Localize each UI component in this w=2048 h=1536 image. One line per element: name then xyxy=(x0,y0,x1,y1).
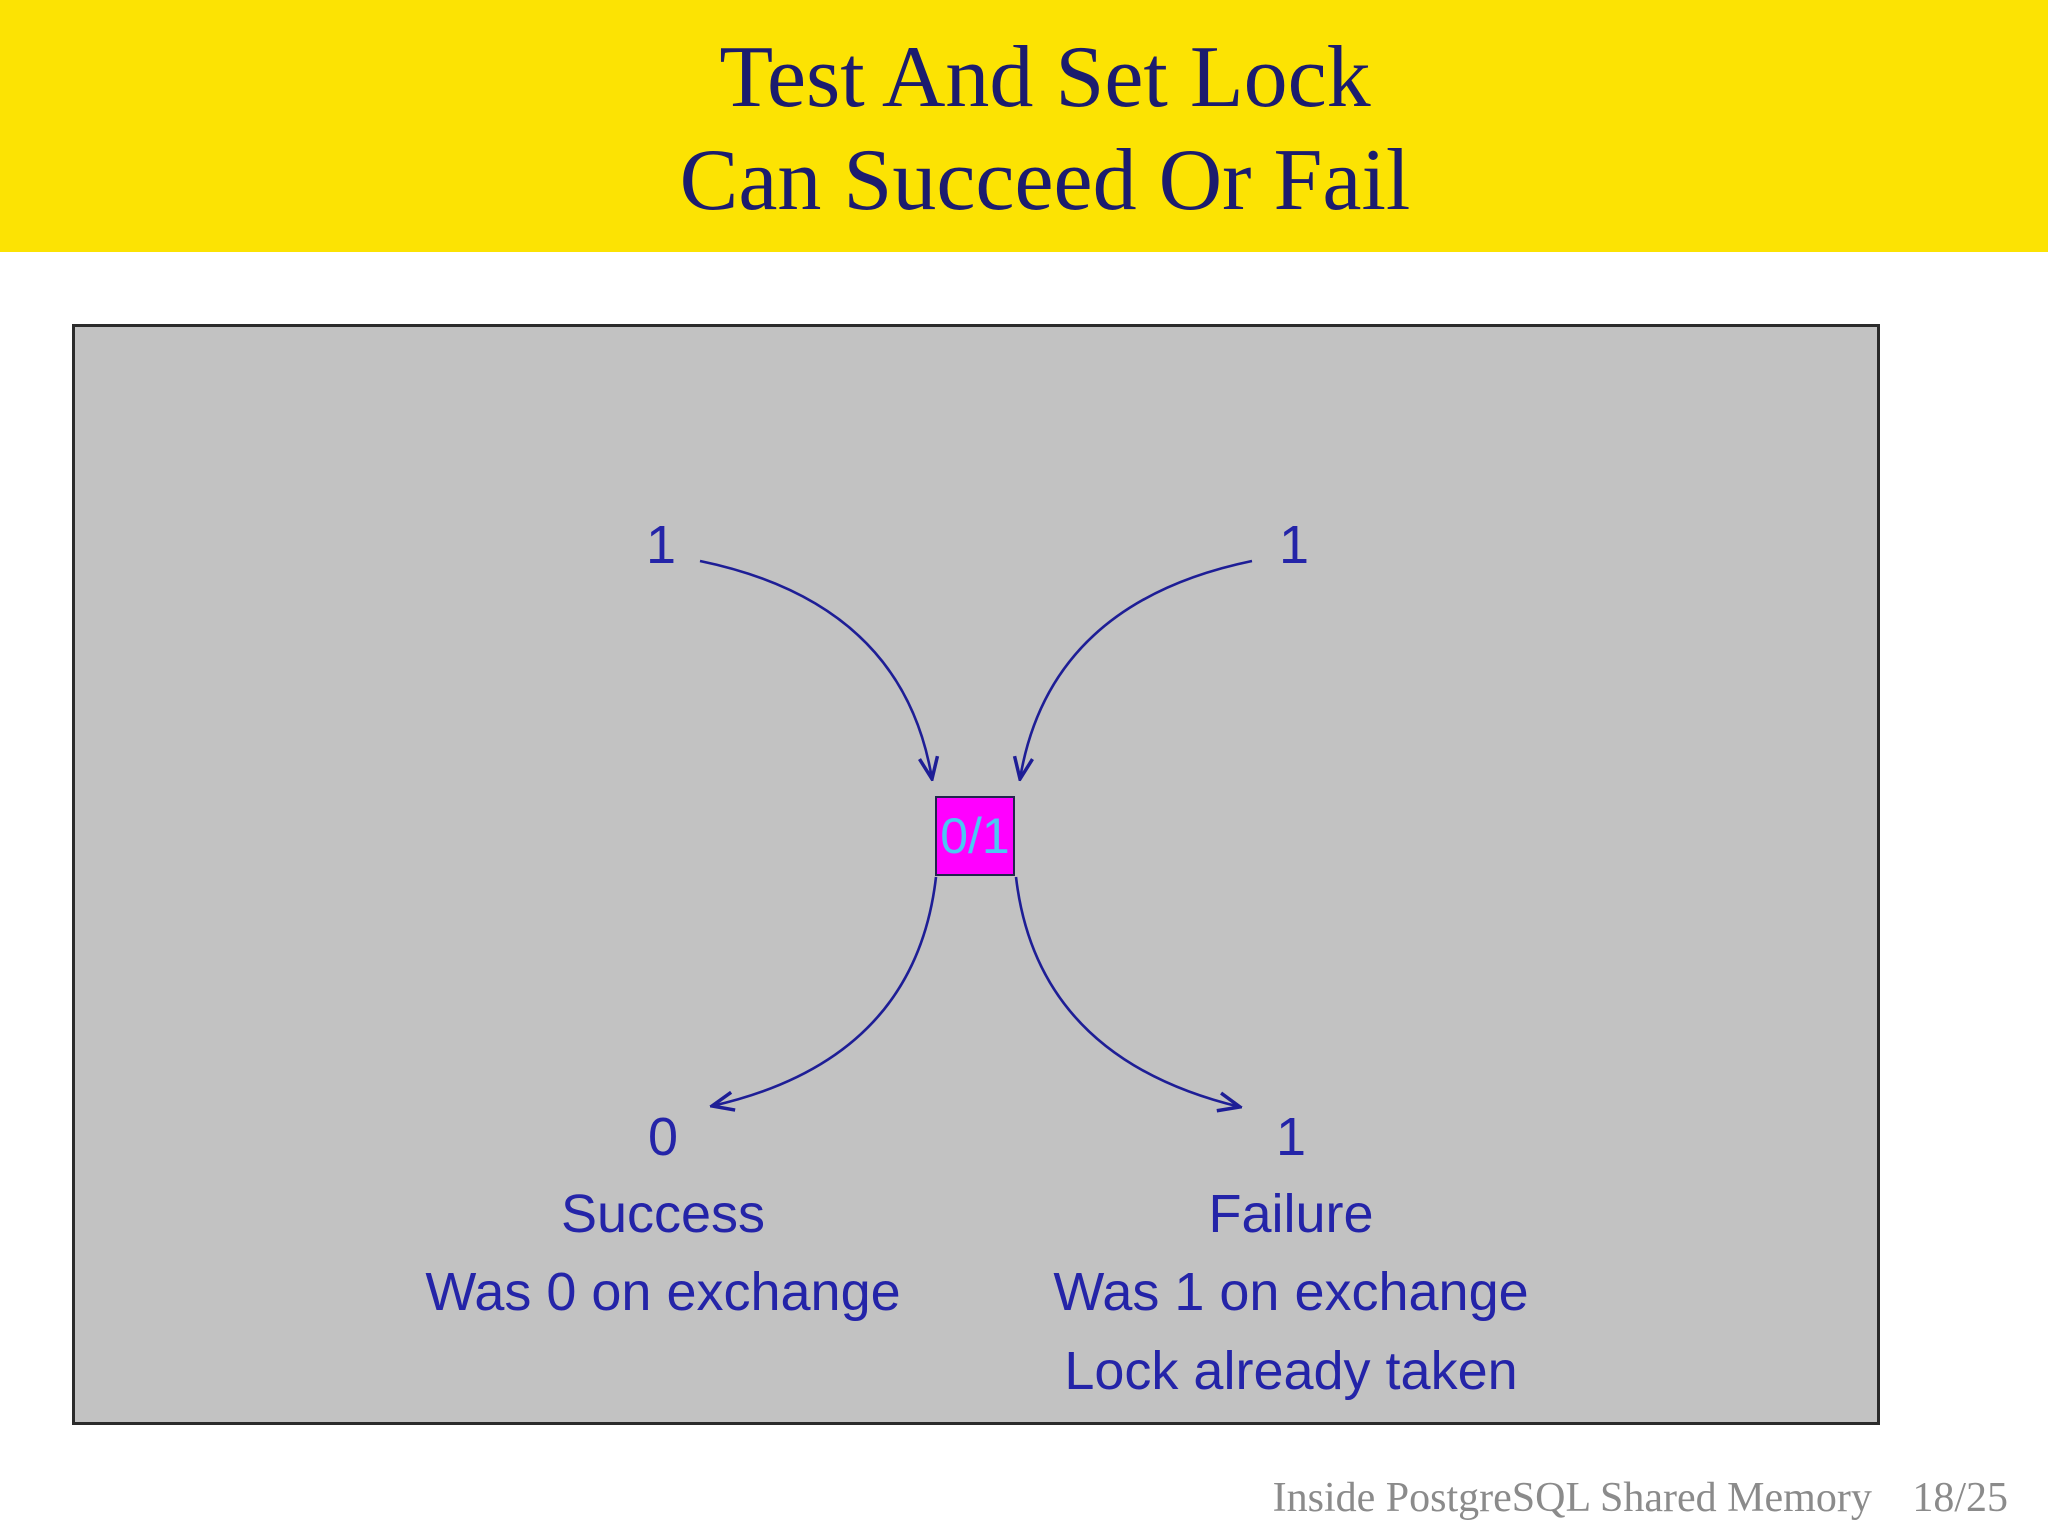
incoming-right-value: 1 xyxy=(1278,515,1310,575)
footer-page-number: 18/25 xyxy=(1912,1475,2008,1521)
failure-detail: Was 1 on exchange xyxy=(1053,1262,1529,1322)
success-detail: Was 0 on exchange xyxy=(425,1262,901,1322)
failure-detail-2: Lock already taken xyxy=(1064,1341,1518,1401)
success-result-value: 0 xyxy=(647,1107,679,1167)
slide-title-line1: Test And Set Lock xyxy=(719,29,1371,126)
slide-title: Test And Set Lock Can Succeed Or Fail xyxy=(42,26,2048,232)
success-label: Success xyxy=(560,1184,766,1244)
lock-value-box: 0/1 xyxy=(935,796,1015,876)
failure-result-value: 1 xyxy=(1275,1107,1307,1167)
lock-value: 0/1 xyxy=(940,808,1010,864)
failure-label: Failure xyxy=(1208,1184,1374,1244)
incoming-left-value: 1 xyxy=(645,515,677,575)
slide-footer: Inside PostgreSQL Shared Memory 18/25 xyxy=(1273,1474,2008,1522)
footer-presentation-title: Inside PostgreSQL Shared Memory xyxy=(1272,1475,1872,1521)
slide-title-banner: Test And Set Lock Can Succeed Or Fail xyxy=(0,0,2048,252)
slide-title-line2: Can Succeed Or Fail xyxy=(679,132,1411,229)
